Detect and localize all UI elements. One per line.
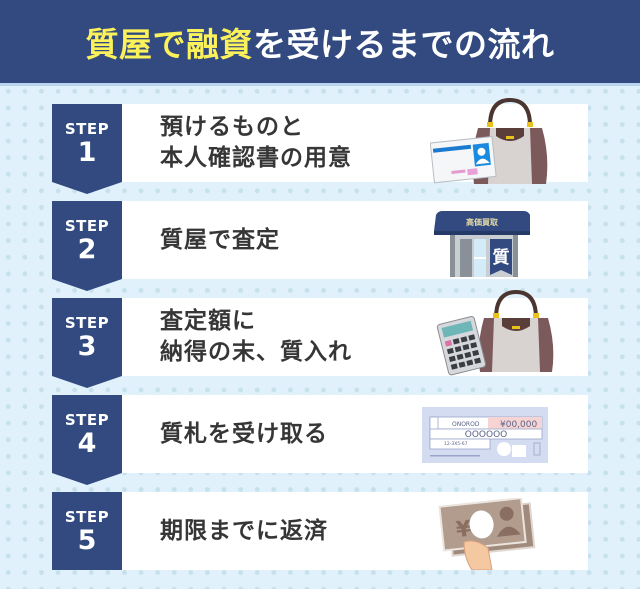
step-text: 質屋で査定 <box>160 201 280 279</box>
step-label: STEP <box>64 120 110 138</box>
title-highlight-loan: 融資 <box>186 24 253 64</box>
step-text-line2: 納得の末、質入れ <box>160 339 352 365</box>
step-text: 査定額に 納得の末、質入れ <box>160 298 352 376</box>
step-number: 1 <box>77 137 97 168</box>
step-number: 4 <box>77 428 97 459</box>
step-text-line2: 本人確認書の用意 <box>160 145 352 171</box>
step-text: 期限までに返済 <box>160 492 328 570</box>
step-5: STEP 5 期限までに返済 ¥ <box>52 492 588 570</box>
svg-text:¥00,000: ¥00,000 <box>500 420 537 430</box>
step-label: STEP <box>64 217 110 235</box>
step-badge: STEP 5 <box>52 492 122 570</box>
pawn-ticket-icon: ONOROD ¥00,000 OOOOOO 12-3X5-67 <box>422 407 548 463</box>
step-badge: STEP 1 <box>52 104 122 194</box>
step-text-line1: 期限までに返済 <box>160 517 328 544</box>
step-2: STEP 2 質屋で査定 高価買取 質 <box>52 201 588 291</box>
svg-text:¥: ¥ <box>455 517 474 544</box>
svg-text:質: 質 <box>493 247 510 268</box>
svg-text:12-3X5-67: 12-3X5-67 <box>444 441 468 447</box>
step-label: STEP <box>64 411 110 429</box>
title-highlight-pawnshop: 質屋で <box>85 24 186 64</box>
step-text: 質札を受け取る <box>160 395 328 473</box>
handbag-and-id-card-icon <box>430 97 548 184</box>
step-label: STEP <box>64 314 110 332</box>
step-text-line1: 査定額に <box>160 308 256 334</box>
step-3: STEP 3 査定額に 納得の末、質入れ <box>52 289 588 388</box>
step-badge: STEP 2 <box>52 201 122 291</box>
hand-holding-yen-bills-icon: ¥ <box>438 498 536 570</box>
page-title: 質屋で融資を受けるまでの流れ <box>0 0 640 86</box>
step-text-line1: 質札を受け取る <box>160 420 328 447</box>
step-text-line1: 預けるものと <box>160 114 304 140</box>
step-label: STEP <box>64 508 110 526</box>
step-number: 5 <box>77 525 97 556</box>
step-1: STEP 1 預けるものと 本人確認書の用意 <box>52 97 588 194</box>
step-number: 3 <box>77 331 97 362</box>
step-text: 預けるものと 本人確認書の用意 <box>160 104 352 182</box>
step-badge: STEP 3 <box>52 298 122 388</box>
step-4: STEP 4 質札を受け取る ONOROD ¥00,000 OOOOOO 12-… <box>52 395 588 485</box>
svg-text:高価買取: 高価買取 <box>466 217 498 227</box>
step-number: 2 <box>77 234 97 265</box>
calculator-and-handbag-icon <box>436 289 554 376</box>
step-badge: STEP 4 <box>52 395 122 485</box>
title-rest: を受けるまでの流れ <box>253 24 555 64</box>
pawnshop-storefront-icon: 高価買取 質 <box>434 211 530 277</box>
step-text-line1: 質屋で査定 <box>160 226 280 253</box>
svg-text:ONOROD: ONOROD <box>452 421 480 428</box>
svg-text:OOOOOO: OOOOOO <box>465 430 508 440</box>
